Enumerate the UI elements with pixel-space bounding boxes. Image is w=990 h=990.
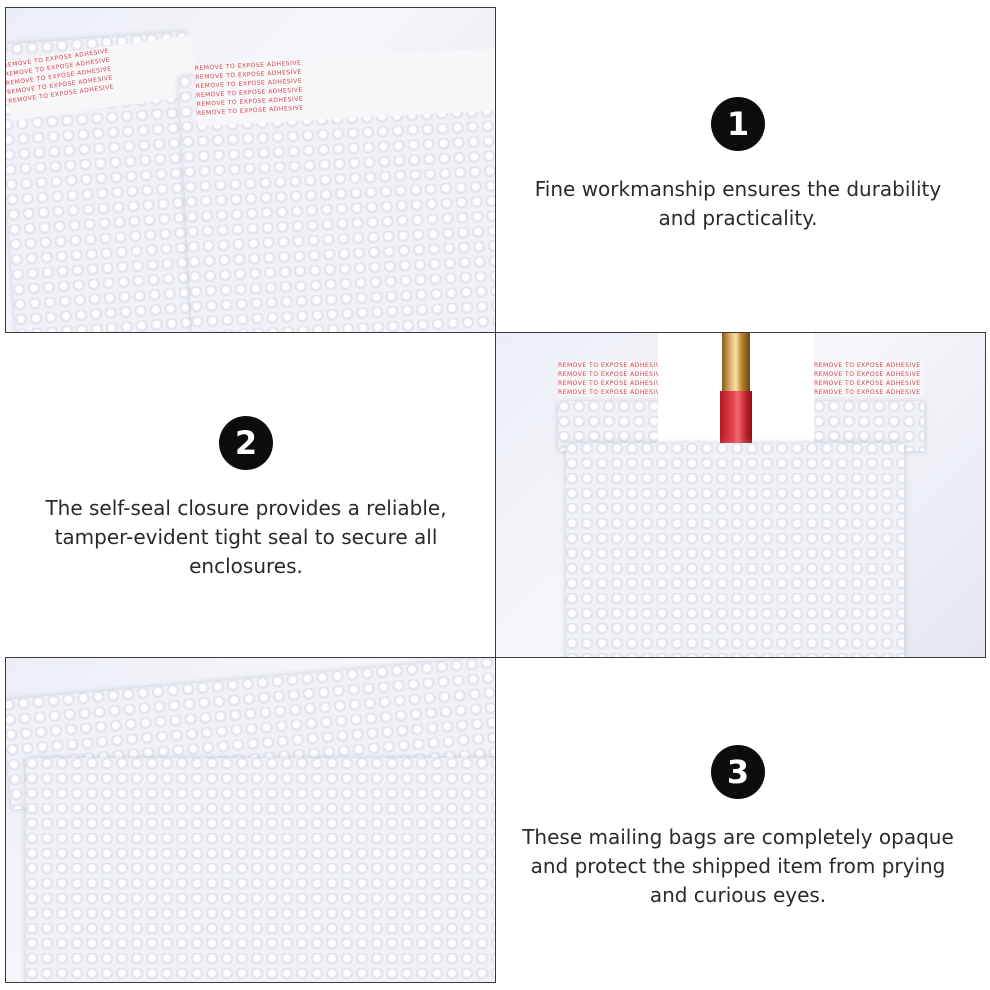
feature-3: 3 These mailing bags are completely opaq… <box>518 745 958 910</box>
lipstick-cap <box>722 333 750 393</box>
feature-1: 1 Fine workmanship ensures the durabilit… <box>518 97 958 233</box>
feature-2-number-badge: 2 <box>219 416 273 470</box>
feature-1-description: Fine workmanship ensures the durability … <box>534 177 942 230</box>
product-image-mailer-with-lipstick: REMOVE TO EXPOSE ADHESIVE REMOVE TO EXPO… <box>495 332 986 658</box>
adhesive-strip-left: REMOVE TO EXPOSE ADHESIVE REMOVE TO EXPO… <box>558 361 658 401</box>
bubble-mailer-body <box>566 443 904 657</box>
adhesive-strip-right: REMOVE TO EXPOSE ADHESIVE REMOVE TO EXPO… <box>814 361 924 401</box>
product-image-mailer-closeup <box>5 657 496 983</box>
feature-2-description: The self-seal closure provides a reliabl… <box>45 496 447 578</box>
feature-3-description: These mailing bags are completely opaque… <box>522 825 954 907</box>
lipstick-body <box>720 391 752 445</box>
product-image-stacked-mailers: REMOVE TO EXPOSE ADHESIVE REMOVE TO EXPO… <box>5 7 496 333</box>
bubble-mailer-bottom-layer <box>26 758 495 982</box>
feature-2: 2 The self-seal closure provides a relia… <box>26 416 466 581</box>
feature-3-number-badge: 3 <box>711 745 765 799</box>
feature-1-number-badge: 1 <box>711 97 765 151</box>
